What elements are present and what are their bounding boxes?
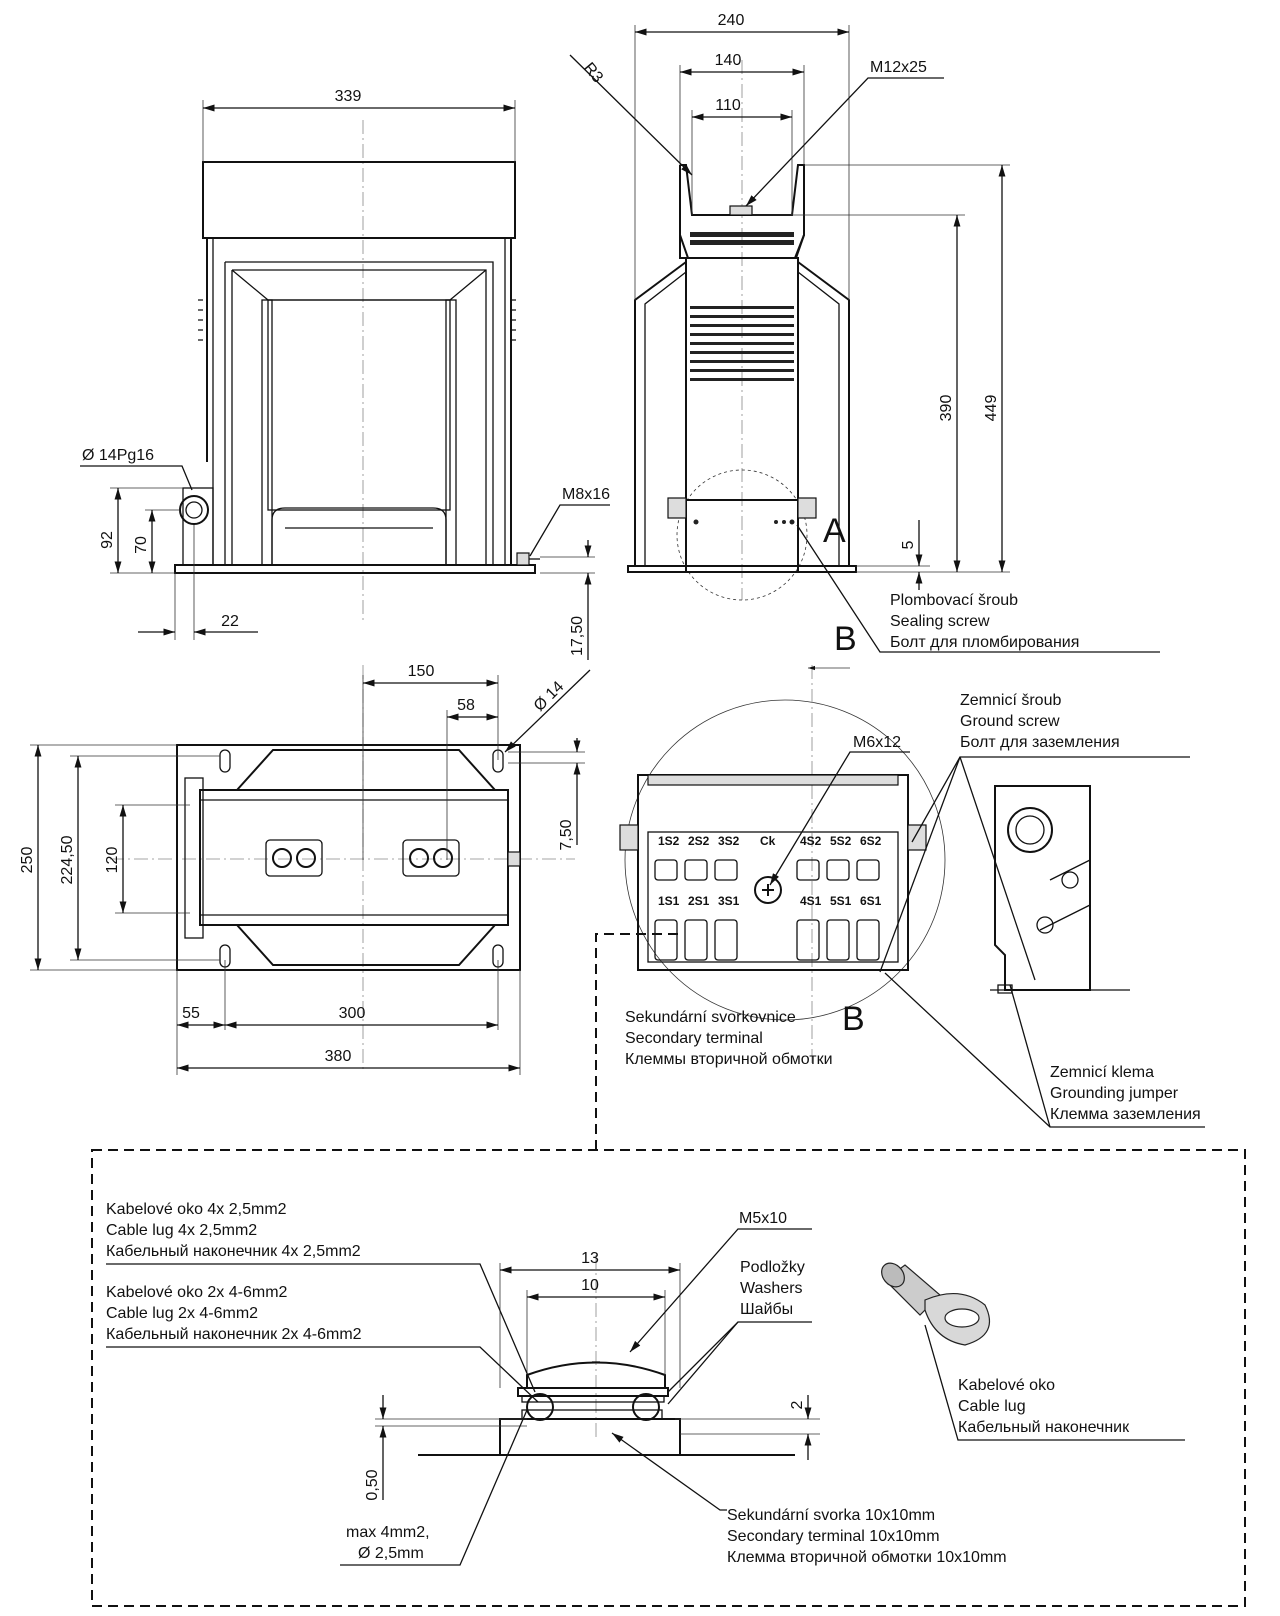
dim-150: 150 xyxy=(408,663,435,680)
grounding-jumper-en: Grounding jumper xyxy=(1050,1085,1179,1102)
dim-m6x12: M6x12 xyxy=(853,734,901,751)
front-view xyxy=(174,120,540,620)
terminal-label-1s2: 1S2 xyxy=(658,834,680,848)
dim-300: 300 xyxy=(339,1005,366,1022)
dim-22: 22 xyxy=(221,613,239,630)
dim-58: 58 xyxy=(457,697,475,714)
dim-110: 110 xyxy=(715,97,741,114)
plan-view-dimensions: 150 58 Ø 14 7,50 250 224,50 120 55 300 3… xyxy=(19,663,591,1075)
secondary-terminal-ru: Клеммы вторичной обмотки xyxy=(625,1051,833,1068)
terminal-label-4s1: 4S1 xyxy=(800,894,822,908)
side-view xyxy=(627,60,857,601)
dim-250: 250 xyxy=(19,847,36,874)
front-view-dimensions: 339 Ø 14Pg16 92 70 22 M8x16 17,50 xyxy=(80,88,610,660)
dim-2: 2 xyxy=(789,1400,806,1409)
terminal-label-2s2: 2S2 xyxy=(688,834,710,848)
dim-10: 10 xyxy=(581,1277,599,1294)
dim-55: 55 xyxy=(182,1005,200,1022)
terminal-bottom-labels: 1S1 2S1 3S1 4S1 5S1 6S1 xyxy=(658,894,882,908)
dim-13: 13 xyxy=(581,1250,599,1267)
sealing-label-ru: Болт для пломбирования xyxy=(890,634,1079,651)
sec-terminal-10-cz: Sekundární svorka 10x10mm xyxy=(727,1507,935,1524)
dim-5: 5 xyxy=(900,540,917,549)
dim-92: 92 xyxy=(99,531,116,549)
ground-screw-cz: Zemnicí šroub xyxy=(960,692,1061,709)
terminal-label-ck: Ck xyxy=(760,834,776,848)
lug-4x-cz: Kabelové oko 4x 2,5mm2 xyxy=(106,1201,287,1218)
plan-view xyxy=(110,665,575,1070)
washers-cz: Podložky xyxy=(740,1259,805,1276)
max-wire-1: max 4mm2, xyxy=(346,1524,430,1541)
terminal-label-6s2: 6S2 xyxy=(860,834,882,848)
dim-17-50: 17,50 xyxy=(569,616,586,656)
detail-a-terminal-box: 1S2 2S2 3S2 Ck 4S2 5S2 6S2 1S1 2S1 3S1 4… xyxy=(595,665,946,1150)
dim-r3: R3 xyxy=(580,60,606,87)
grounding-jumper-cz: Zemnicí klema xyxy=(1050,1064,1154,1081)
dim-240: 240 xyxy=(718,12,745,29)
lug-2x-en: Cable lug 2x 4-6mm2 xyxy=(106,1305,258,1322)
dim-m8x16: M8x16 xyxy=(562,486,610,503)
terminal-label-3s2: 3S2 xyxy=(718,834,740,848)
terminal-label-2s1: 2S1 xyxy=(688,894,710,908)
dim-7-50: 7,50 xyxy=(558,819,575,850)
washers-en: Washers xyxy=(740,1280,803,1297)
lug-4x-ru: Кабельный наконечник 4x 2,5mm2 xyxy=(106,1243,361,1260)
dim-pg16: Ø 14Pg16 xyxy=(82,447,154,464)
dim-339: 339 xyxy=(335,88,362,105)
terminal-label-5s2: 5S2 xyxy=(830,834,852,848)
secondary-terminal-cz: Sekundární svorkovnice xyxy=(625,1009,796,1026)
dim-m12x25: M12x25 xyxy=(870,59,927,76)
sec-terminal-10-ru: Клемма вторичной обмотки 10x10mm xyxy=(727,1549,1007,1566)
label-b-top: B xyxy=(834,620,857,658)
dim-70: 70 xyxy=(133,536,150,554)
cable-lug-illustration xyxy=(881,1262,990,1346)
dim-140: 140 xyxy=(715,52,742,69)
lug-2x-ru: Кабельный наконечник 2x 4-6mm2 xyxy=(106,1326,362,1343)
detail-b-frame xyxy=(91,1149,1246,1607)
terminal-label-6s1: 6S1 xyxy=(860,894,882,908)
dim-224-50: 224,50 xyxy=(59,835,76,884)
ground-detail: Zemnicí šroub Ground screw Болт для зазе… xyxy=(879,692,1205,1128)
dim-390: 390 xyxy=(938,395,955,422)
max-wire-2: Ø 2,5mm xyxy=(358,1545,424,1562)
cable-lug-ru: Кабельный наконечник xyxy=(958,1419,1130,1436)
detail-b-terminal: 13 10 2 0,50 Kabelové oko 4x 2,5mm2 Cabl… xyxy=(106,1201,1185,1566)
dim-m5x10: M5x10 xyxy=(739,1210,787,1227)
cable-lug-en: Cable lug xyxy=(958,1398,1026,1415)
ground-screw-en: Ground screw xyxy=(960,713,1060,730)
label-a: A xyxy=(823,512,846,550)
washers-ru: Шайбы xyxy=(740,1301,793,1318)
secondary-terminal-en: Secondary terminal xyxy=(625,1030,763,1047)
sec-terminal-10-en: Secondary terminal 10x10mm xyxy=(727,1528,940,1545)
cable-lug-cz: Kabelové oko xyxy=(958,1377,1055,1394)
terminal-top-labels: 1S2 2S2 3S2 Ck 4S2 5S2 6S2 xyxy=(658,834,882,848)
dim-120: 120 xyxy=(104,847,121,874)
dim-380: 380 xyxy=(325,1048,352,1065)
dim-0-50: 0,50 xyxy=(364,1469,381,1500)
label-b-bottom: B xyxy=(842,1000,865,1038)
grounding-jumper-ru: Клемма заземления xyxy=(1050,1106,1201,1123)
terminal-label-4s2: 4S2 xyxy=(800,834,822,848)
sealing-label-en: Sealing screw xyxy=(890,613,990,630)
dim-449: 449 xyxy=(983,395,1000,422)
sealing-label-cz: Plombovací šroub xyxy=(890,592,1018,609)
ground-screw-ru: Болт для заземления xyxy=(960,734,1120,751)
lug-2x-cz: Kabelové oko 2x 4-6mm2 xyxy=(106,1284,288,1301)
terminal-label-3s1: 3S1 xyxy=(718,894,740,908)
terminal-label-5s1: 5S1 xyxy=(830,894,852,908)
lug-4x-en: Cable lug 4x 2,5mm2 xyxy=(106,1222,257,1239)
side-view-dimensions: 240 140 110 R3 M12x25 390 449 5 A Plombo… xyxy=(569,12,1160,658)
terminal-label-1s1: 1S1 xyxy=(658,894,680,908)
